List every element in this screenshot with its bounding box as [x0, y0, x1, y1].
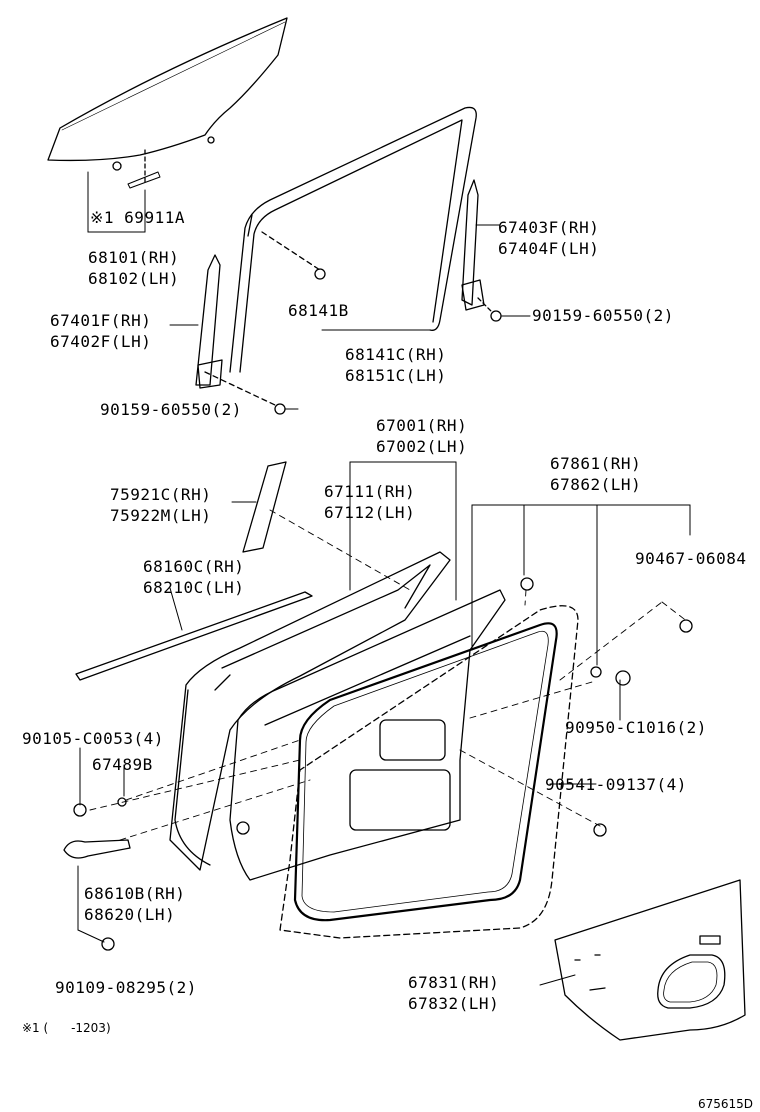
trim-board-drawing	[554, 879, 746, 1041]
door-outer-panel-drawing	[169, 551, 451, 871]
door-inner-frame-drawing	[229, 589, 506, 881]
division-bar-front-label: 67401F(RH) 67402F(LH)	[50, 311, 152, 351]
pillar-garnish-drawing	[242, 461, 287, 553]
footnote: ※1 ( -1203)	[22, 1021, 111, 1035]
division-bar-rear-label: 67403F(RH) 67404F(LH)	[498, 218, 600, 258]
glass-note-label: ※1 69911A	[90, 208, 185, 227]
screw-90105-label: 90105-C0053(4)	[22, 729, 164, 748]
leader-lines	[77, 171, 691, 986]
weatherstrip-label: 67111(RH) 67112(LH)	[324, 482, 416, 522]
pillar-garnish-label: 75921C(RH) 75922M(LH)	[110, 485, 212, 525]
division-bar-rear-drawing	[461, 179, 502, 322]
glass-part-label: 68101(RH) 68102(LH)	[88, 248, 180, 288]
weatherstrip-drawing	[293, 622, 558, 922]
clip-90541-label: 90541-09137(4)	[545, 775, 687, 794]
check-assy-label: 68610B(RH) 68620(LH)	[84, 884, 186, 924]
clip-90467-label: 90467-06084	[635, 549, 747, 568]
bolt-rear-label: 90159-60550(2)	[532, 306, 674, 325]
run-channel-label: 68141C(RH) 68151C(LH)	[345, 345, 447, 385]
bolt-front-label: 90159-60550(2)	[100, 400, 242, 419]
door-panel-label: 67001(RH) 67002(LH)	[376, 416, 468, 456]
plug-67489b-label: 67489B	[92, 755, 153, 774]
run-channel-drawing	[229, 106, 477, 373]
trim-board-label: 67831(RH) 67832(LH)	[408, 973, 500, 1013]
belt-moulding-label: 68160C(RH) 68210C(LH)	[143, 557, 245, 597]
dashed-connectors	[89, 509, 689, 841]
service-hole-cover-drawing	[279, 605, 579, 939]
division-bar-front-drawing	[195, 254, 286, 415]
nut-90950-label: 90950-C1016(2)	[565, 718, 707, 737]
diagram-id: 675615D	[698, 1097, 754, 1111]
fasteners	[63, 577, 693, 951]
bolt-90109-label: 90109-08295(2)	[55, 978, 197, 997]
service-hole-cover-label: 67861(RH) 67862(LH)	[550, 454, 642, 494]
door-glass-drawing	[47, 17, 288, 189]
belt-moulding-drawing	[75, 591, 313, 681]
clip-68141b-label: 68141B	[288, 301, 349, 320]
